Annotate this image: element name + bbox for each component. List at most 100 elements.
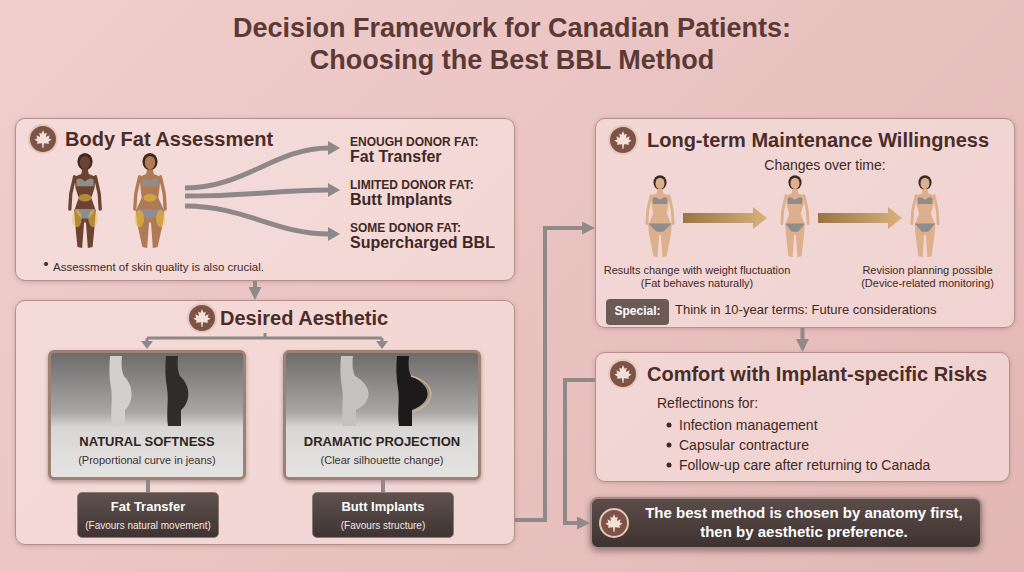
arm: [70, 177, 75, 209]
text-wrapper: SOME DONOR FAT:: [350, 218, 461, 236]
arrowhead: [328, 183, 340, 197]
assessment-panel: Body Fat Assessment ENOUGH DONOR FAT:Fat …: [15, 118, 515, 281]
option-arrow: [185, 148, 329, 188]
face: [920, 178, 929, 189]
panel-heading: Long-term Maintenance Willingness: [647, 128, 989, 152]
tab-title: Butt Implants: [341, 499, 424, 515]
text-wrapper: Infection management: [679, 416, 818, 434]
text-wrapper: Reflectinons for:: [657, 394, 758, 412]
connector: [565, 380, 595, 523]
maple-leaf: [605, 514, 622, 532]
hair: [918, 175, 931, 190]
donor-fat-label: SOME DONOR FAT:: [350, 221, 461, 235]
body-text: Capsular contracture: [679, 437, 809, 454]
aesthetic-panel: NATURAL SOFTNESS(Proportional curve in j…: [15, 300, 515, 545]
face: [80, 156, 90, 169]
briefs: [785, 224, 805, 232]
risk-panel: Comfort with Implant-specific RisksRefle…: [595, 352, 1010, 482]
text-wrapper: Follow-up care after returning to Canada: [679, 456, 930, 474]
panel-heading: Desired Aesthetic: [220, 306, 388, 330]
tab-title: Fat Transfer: [111, 499, 185, 515]
text-wrapper: (Proportional curve in jeans): [48, 450, 246, 468]
title: Decision Framework for Canadian Patients…: [207, 12, 817, 77]
arrowhead: [141, 341, 153, 349]
badge-ring: [609, 126, 637, 154]
bullet: [667, 423, 672, 428]
top-garment: [653, 197, 668, 204]
maple-leaf: [614, 365, 631, 383]
body: [648, 189, 672, 257]
top-garment: [141, 179, 158, 187]
text-wrapper: Capsular contracture: [679, 436, 809, 454]
tab-subtitle: (Favours structure): [341, 520, 425, 532]
card-subtitle: (Clear silhouette change): [321, 454, 444, 467]
connector: [381, 480, 385, 492]
body: [136, 169, 165, 248]
woman-figure: [70, 153, 100, 248]
text-wrapper: Think in 10-year terms: Future considera…: [675, 300, 937, 318]
hair: [77, 153, 92, 170]
text-wrapper: DRAMATIC PROJECTION: [283, 432, 481, 450]
fat-highlight: [88, 210, 98, 227]
illustration: [312, 492, 454, 538]
progress-arrow: [818, 207, 902, 229]
fat-highlight: [78, 194, 91, 202]
text-wrapper: (Favours natural movement): [77, 515, 219, 533]
side-silhouette: [165, 356, 188, 426]
side-silhouette: [340, 356, 368, 426]
progress-arrow: [683, 207, 767, 229]
connector: [515, 228, 584, 520]
maple-badge: [609, 126, 637, 154]
option-arrow: [185, 206, 329, 234]
connector: [253, 281, 257, 289]
conclusion-box: The best method is chosen by anatomy fir…: [590, 497, 982, 549]
hair: [142, 153, 157, 170]
arm: [804, 196, 808, 224]
text-wrapper: ENOUGH DONOR FAT:: [350, 132, 478, 150]
arm: [647, 196, 651, 224]
method-tab: Butt Implants (Favours structure): [312, 492, 454, 538]
side-silhouette: [396, 356, 427, 426]
badge-ring: [29, 125, 57, 153]
text-wrapper: (Clear silhouette change): [283, 450, 481, 468]
side-silhouette: [109, 356, 131, 426]
woman-figure: [647, 175, 673, 257]
title-wrapper: Decision Framework for Canadian Patients…: [207, 12, 817, 77]
text-wrapper: Desired Aesthetic: [220, 306, 388, 330]
panel-heading: Comfort with Implant-specific Risks: [647, 362, 987, 386]
curve-highlight: [411, 376, 431, 412]
body-text: Changes over time:: [764, 157, 885, 174]
connector: [146, 480, 150, 492]
option-arrow: [185, 190, 329, 196]
text-wrapper: Supercharged BBL: [350, 233, 495, 252]
caption-text: Revision planning possible (Device-relat…: [850, 264, 1005, 290]
tab-subtitle: (Favours natural movement): [85, 520, 211, 532]
top-garment: [76, 179, 93, 187]
hair: [653, 175, 666, 190]
caption-text: Results change with weight fluctuation (…: [597, 264, 797, 290]
text-wrapper: Butt Implants: [350, 190, 452, 209]
text-wrapper: The best method is chosen by anatomy fir…: [636, 504, 972, 542]
maple-leaf: [193, 309, 210, 327]
body-text: Think in 10-year terms: Future considera…: [675, 302, 937, 318]
text-wrapper: Revision planning possible (Device-relat…: [850, 264, 1005, 291]
split-line: [147, 333, 382, 344]
method-tab: Fat Transfer (Favours natural movement): [77, 492, 219, 538]
body-text: Infection management: [679, 417, 818, 434]
briefs: [648, 224, 672, 232]
badge-ring: [609, 360, 637, 388]
panel-heading: Body Fat Assessment: [65, 127, 273, 151]
fat-highlight: [156, 210, 166, 227]
top-garment: [788, 197, 803, 204]
maple-badge: [609, 360, 637, 388]
fat-highlight: [72, 210, 82, 227]
arrowhead: [376, 341, 388, 349]
woman-figure: [912, 175, 938, 257]
special-badge: Special:: [606, 299, 669, 325]
text-wrapper: Changes over time:: [745, 156, 905, 174]
text-wrapper: Fat Transfer: [77, 497, 219, 515]
badge-ring: [600, 509, 628, 537]
donor-fat-label: LIMITED DONOR FAT:: [350, 178, 474, 192]
method-label: Fat Transfer: [350, 147, 442, 166]
text-wrapper: LIMITED DONOR FAT:: [350, 175, 474, 193]
